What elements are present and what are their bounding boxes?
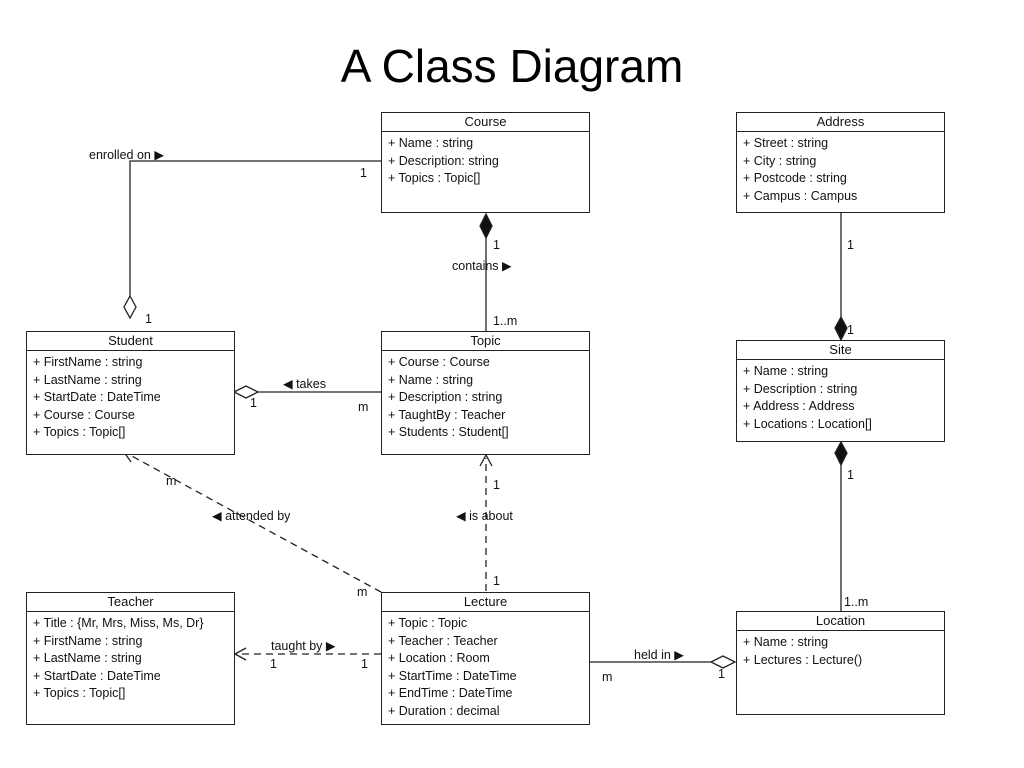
address-class: Address + Street : string + City : strin… (736, 112, 945, 213)
address-site-address-multiplicity: 1 (847, 238, 854, 252)
teacher-attribute: + Topics : Topic[] (33, 686, 126, 701)
topic-attribute: + Course : Course (388, 355, 490, 369)
contains-composition-diamond (479, 212, 493, 240)
site-class: Site + Name : string + Description : str… (736, 340, 945, 442)
topic-attribute: + TaughtBy : Teacher (388, 407, 506, 422)
is-about-lecture-multiplicity: 1 (493, 574, 500, 588)
site-attribute: + Description : string (743, 381, 858, 396)
taught-by-lecture-multiplicity: 1 (361, 657, 368, 671)
is-about-label: ◀ is about (456, 509, 513, 523)
teacher-class-name: Teacher (27, 593, 234, 612)
student-attribute: + LastName : string (33, 372, 142, 387)
held-in-location-multiplicity: 1 (718, 667, 725, 681)
teacher-class: Teacher + Title : {Mr, Mrs, Miss, Ms, Dr… (26, 592, 235, 725)
address-site-site-multiplicity: 1 (847, 323, 854, 337)
address-site-composition-diamond (834, 315, 848, 342)
topic-attribute: + Students : Student[] (388, 425, 509, 440)
location-class: Location + Name : string + Lectures : Le… (736, 611, 945, 715)
topic-class-name: Topic (382, 332, 589, 351)
takes-topic-multiplicity: m (358, 400, 369, 414)
lecture-attribute: + Location : Room (388, 651, 490, 666)
address-attribute: + Postcode : string (743, 171, 847, 186)
takes-label: ◀ takes (283, 377, 326, 391)
contains-course-multiplicity: 1 (493, 238, 500, 252)
location-attribute: + Name : string (743, 635, 829, 649)
site-location-composition-diamond (834, 440, 848, 467)
lecture-attribute: + Topic : Topic (388, 616, 468, 630)
course-class-name: Course (382, 113, 589, 132)
site-attribute: + Locations : Location[] (743, 416, 872, 431)
contains-label: contains ▶ (452, 259, 512, 273)
location-attribute: + Lectures : Lecture() (743, 652, 863, 667)
is-about-arrowhead (479, 453, 493, 467)
student-class: Student + FirstName : string + LastName … (26, 331, 235, 455)
lecture-attribute: + StartTime : DateTime (388, 668, 517, 683)
teacher-attribute: + Title : {Mr, Mrs, Miss, Ms, Dr} (33, 616, 204, 630)
is-about-topic-multiplicity: 1 (493, 478, 500, 492)
address-attribute: + Street : string (743, 136, 829, 150)
site-location-site-multiplicity: 1 (847, 468, 854, 482)
attended-by-student-multiplicity: m (166, 474, 177, 488)
course-attribute: + Topics : Topic[] (388, 171, 481, 186)
held-in-aggregation-diamond (709, 655, 737, 669)
enrolled-on-aggregation-diamond (123, 294, 137, 320)
course-attribute: + Name : string (388, 136, 474, 150)
address-attribute: + Campus : Campus (743, 188, 858, 203)
held-in-label: held in ▶ (634, 648, 684, 662)
enrolled-on-label: enrolled on ▶ (89, 148, 164, 162)
student-attribute: + StartDate : DateTime (33, 390, 161, 405)
student-attribute: + FirstName : string (33, 355, 143, 369)
teacher-attribute: + LastName : string (33, 651, 142, 666)
course-class: Course + Name : string + Description: st… (381, 112, 590, 213)
enrolled-on-student-multiplicity: 1 (145, 312, 152, 326)
lecture-attribute: + Teacher : Teacher (388, 633, 498, 648)
student-class-name: Student (27, 332, 234, 351)
site-location-location-multiplicity: 1..m (844, 595, 869, 609)
page-title: A Class Diagram (340, 40, 684, 92)
topic-class: Topic + Course : Course + Name : string … (381, 331, 590, 455)
teacher-attribute: + StartDate : DateTime (33, 668, 161, 683)
takes-aggregation-diamond (232, 385, 260, 399)
contains-topic-multiplicity: 1..m (493, 314, 518, 328)
topic-attribute: + Description : string (388, 390, 503, 405)
address-attribute: + City : string (743, 153, 817, 168)
taught-by-label: taught by ▶ (271, 639, 336, 653)
lecture-class: Lecture + Topic : Topic + Teacher : Teac… (381, 592, 590, 725)
course-attribute: + Description: string (388, 153, 499, 168)
student-attribute: + Course : Course (33, 407, 135, 422)
location-class-name: Location (737, 612, 944, 631)
enrolled-on-line (129, 160, 381, 296)
student-attribute: + Topics : Topic[] (33, 425, 126, 440)
site-attribute: + Address : Address (743, 399, 855, 414)
held-in-lecture-multiplicity: m (602, 670, 613, 684)
lecture-attribute: + EndTime : DateTime (388, 686, 513, 701)
site-class-name: Site (737, 341, 944, 360)
attended-by-label: ◀ attended by (212, 509, 291, 523)
site-attribute: + Name : string (743, 364, 829, 378)
takes-student-multiplicity: 1 (250, 396, 257, 410)
topic-attribute: + Name : string (388, 372, 474, 387)
lecture-attribute: + Duration : decimal (388, 703, 500, 718)
lecture-class-name: Lecture (382, 593, 589, 612)
attended-by-lecture-multiplicity: m (357, 585, 368, 599)
enrolled-on-course-multiplicity: 1 (360, 166, 367, 180)
address-class-name: Address (737, 113, 944, 132)
teacher-attribute: + FirstName : string (33, 633, 143, 648)
taught-by-teacher-multiplicity: 1 (270, 657, 277, 671)
taught-by-arrowhead (233, 647, 247, 661)
